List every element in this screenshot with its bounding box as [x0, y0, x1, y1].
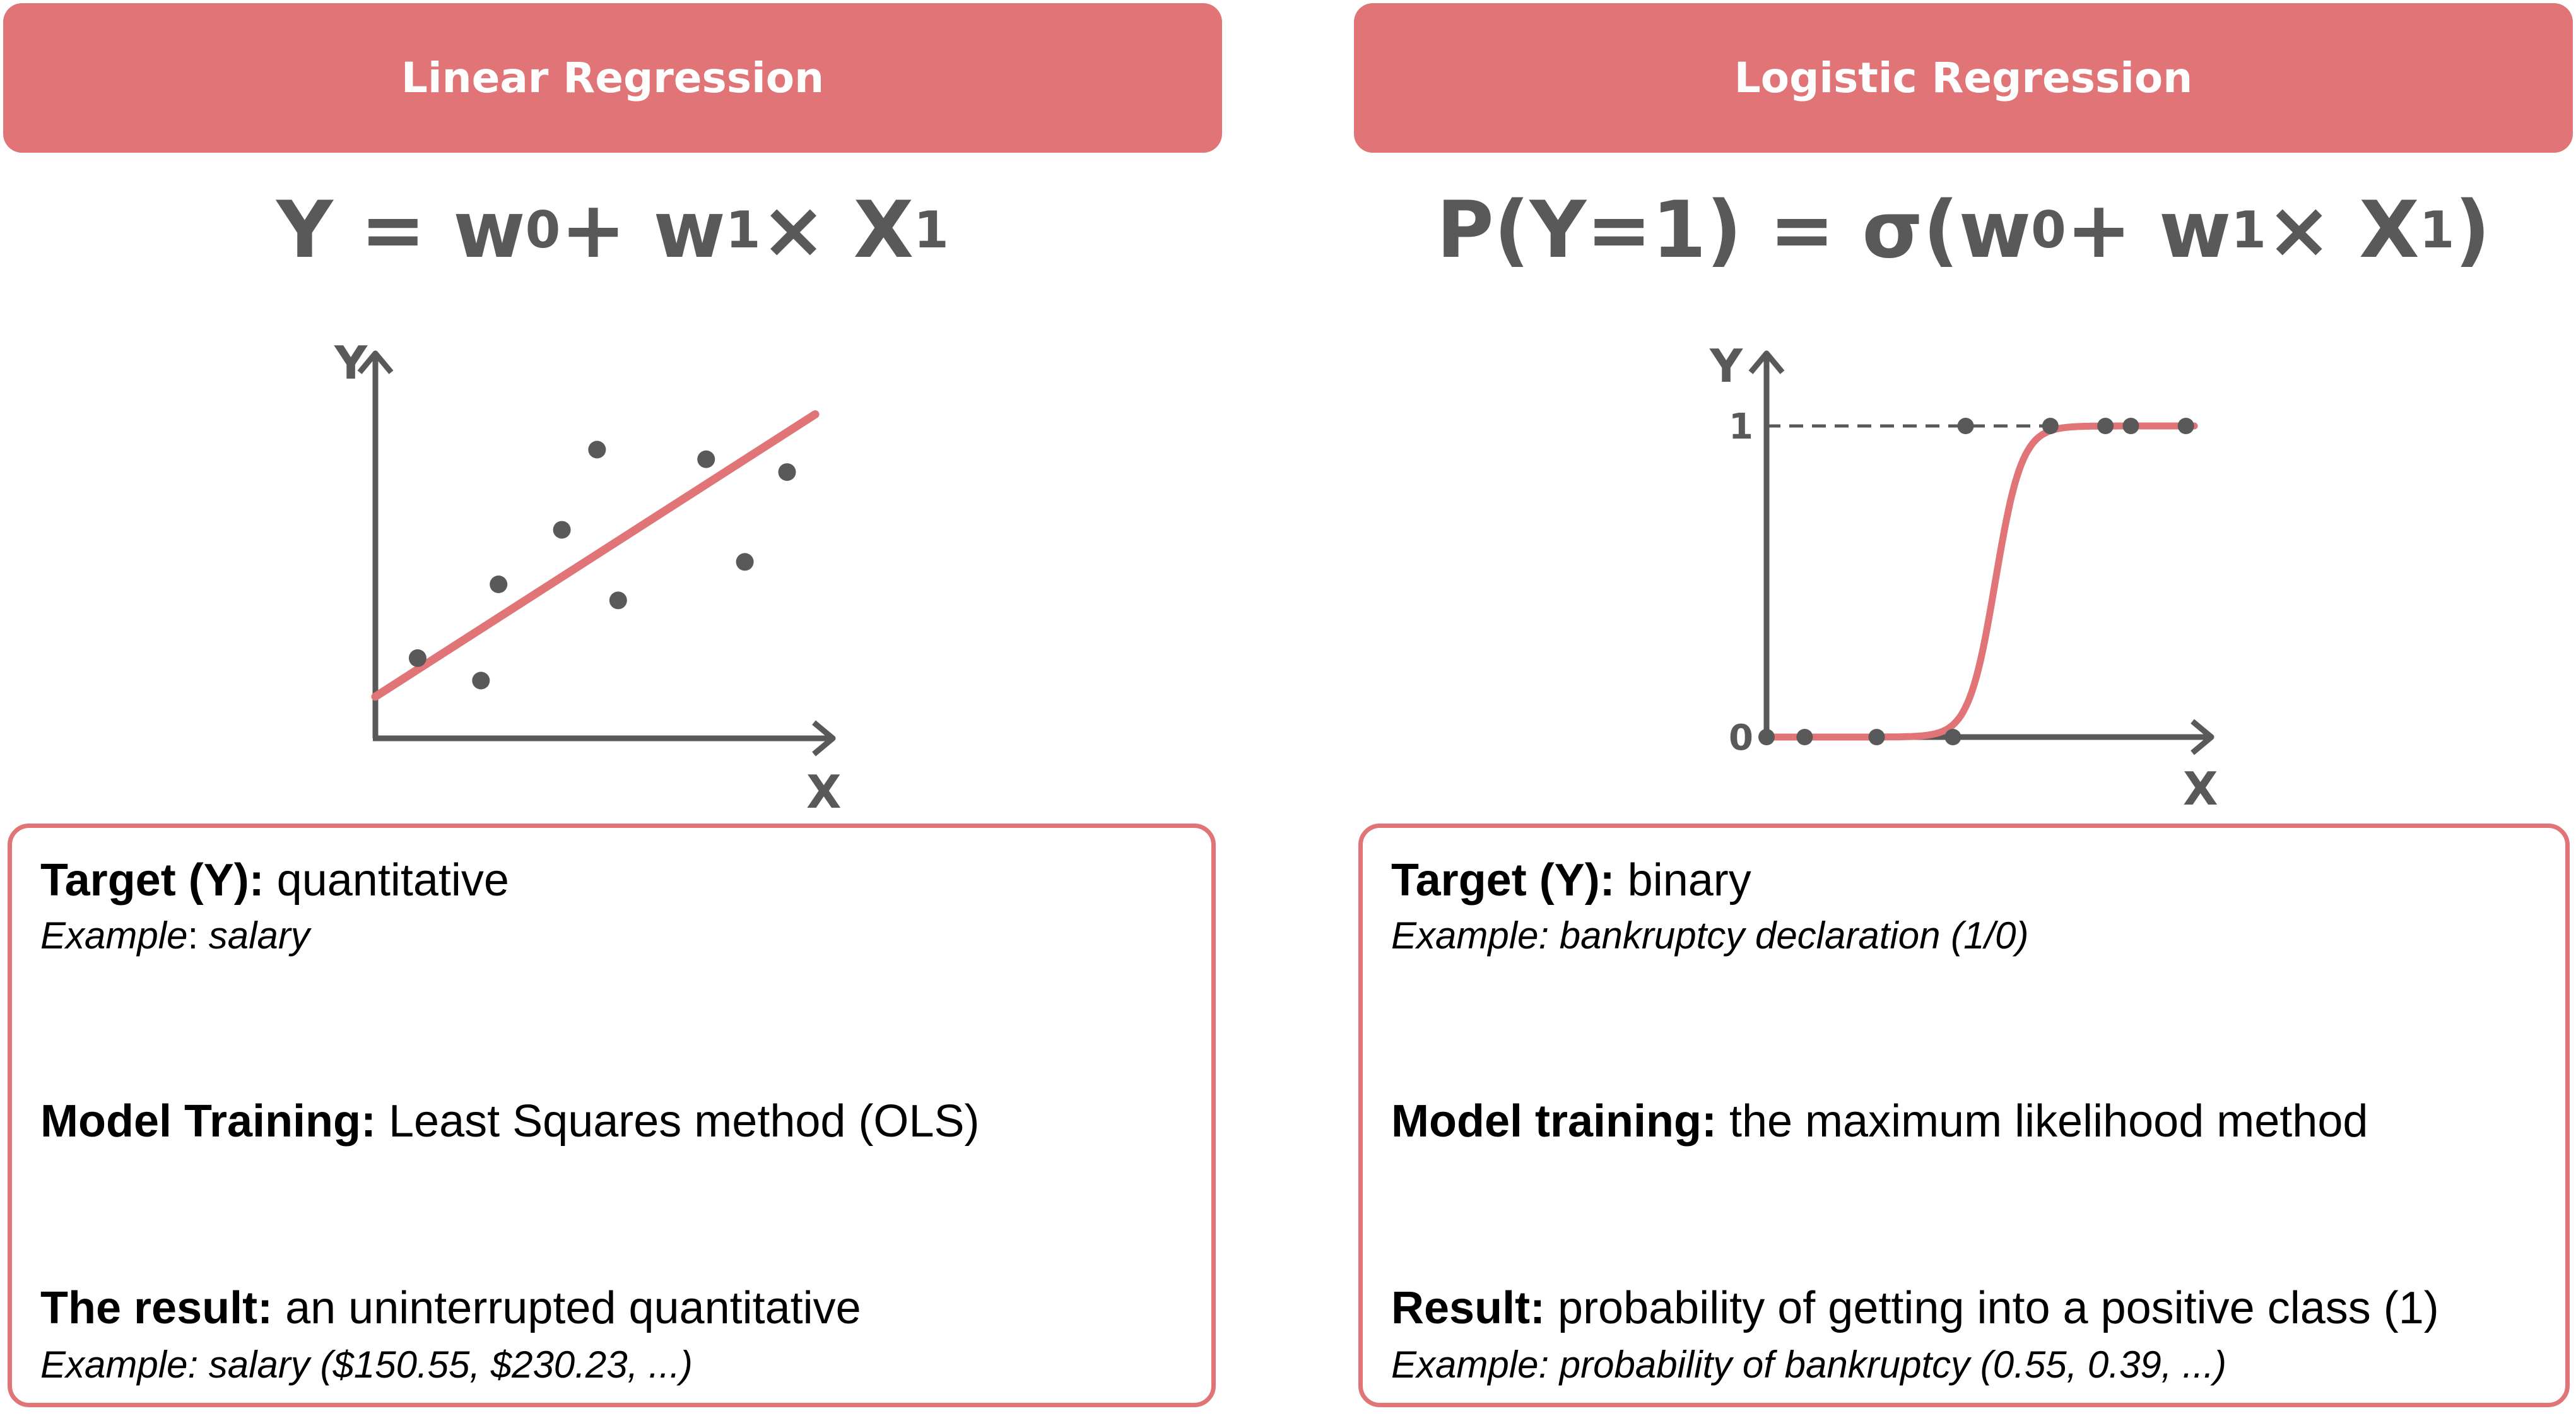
data-point-2 — [1796, 729, 1813, 745]
logistic-regression-plot: Y X 1 0 — [1672, 328, 2240, 820]
target-label: Target (Y): — [1391, 855, 1615, 906]
data-point-4 — [553, 521, 571, 539]
y-tick-1: 1 — [1729, 406, 1753, 447]
linear-regression-header: Linear Regression — [3, 3, 1222, 153]
logistic-regression-info-box: Target (Y): binary Example: bankruptcy d… — [1358, 824, 2570, 1407]
formula-part: + w — [2066, 185, 2232, 276]
y-axis-label: Y — [1709, 340, 1743, 393]
data-point-5 — [588, 440, 606, 459]
data-point-3 — [490, 576, 508, 593]
result-label: The result: — [40, 1283, 273, 1333]
training-value: Least Squares method (OLS) — [375, 1096, 980, 1147]
x-axis-arrow-icon — [812, 720, 836, 757]
training-row: Model Training: Least Squares method (OL… — [40, 1094, 979, 1148]
formula-part: ) — [2454, 185, 2491, 276]
result-value: probability of getting into a positive c… — [1545, 1283, 2439, 1333]
linear-axes: Y X — [334, 336, 842, 818]
data-point-5 — [1957, 418, 1974, 434]
formula-part: + w — [560, 185, 726, 276]
linear-regression-info-box: Target (Y): quantitative Example: salary… — [8, 824, 1216, 1407]
formula-part: × X — [760, 185, 914, 276]
data-point-1 — [408, 649, 426, 667]
training-row: Model training: the maximum likelihood m… — [1391, 1094, 2368, 1148]
data-point-6 — [609, 591, 627, 610]
data-point-2 — [472, 671, 490, 690]
data-point-8 — [2122, 418, 2139, 434]
formula-part: Y = w — [276, 185, 526, 276]
data-point-9 — [2177, 418, 2194, 434]
target-value: quantitative — [264, 855, 509, 906]
data-point-3 — [1868, 729, 1885, 745]
logistic-regression-svg: Y X 1 0 — [1709, 340, 2218, 815]
y-tick-0: 0 — [1729, 717, 1753, 759]
x-axis-label: X — [2183, 762, 2218, 815]
regression-line — [371, 410, 820, 701]
target-example-label: Example — [40, 914, 188, 957]
data-point-9 — [778, 463, 796, 481]
x-axis-label: X — [806, 765, 842, 818]
result-example-row: Example: probability of bankruptcy (0.55… — [1391, 1343, 2227, 1386]
result-row: The result: an uninterrupted quantitativ… — [40, 1281, 861, 1335]
result-example-row: Example: salary ($150.55, $230.23, ...) — [40, 1343, 693, 1386]
training-value: the maximum likelihood method — [1716, 1096, 2368, 1147]
logistic-regression-header: Logistic Regression — [1354, 3, 2573, 153]
linear-regression-plot: Y X — [315, 328, 883, 820]
result-label: Result: — [1391, 1283, 1546, 1333]
data-point-1 — [1758, 729, 1775, 745]
training-label: Model Training: — [40, 1096, 376, 1147]
x-axis-arrow-icon — [2191, 719, 2214, 755]
target-value: binary — [1614, 855, 1751, 906]
formula-part: P(Y=1) = σ(w — [1436, 185, 2032, 276]
target-example-row: Example: salary — [40, 913, 310, 959]
logistic-axes: Y X 1 0 — [1709, 340, 2218, 815]
y-axis-arrow-icon — [1748, 350, 1785, 374]
formula-part: × X — [2266, 185, 2420, 276]
data-point-8 — [736, 553, 754, 571]
linear-regression-svg: Y X — [334, 336, 842, 818]
data-point-4 — [1944, 729, 1961, 745]
training-label: Model training: — [1391, 1096, 1717, 1147]
target-row: Target (Y): quantitative — [40, 853, 509, 907]
result-row: Result: probability of getting into a po… — [1391, 1281, 2439, 1335]
target-row: Target (Y): binary — [1391, 853, 1751, 907]
y-axis-arrow-icon — [357, 350, 394, 374]
target-example-colon: : — [187, 914, 199, 957]
data-point-7 — [697, 450, 715, 468]
sigmoid-curve — [1763, 422, 2198, 741]
target-example-row: Example: bankruptcy declaration (1/0) — [1391, 914, 2029, 957]
y-axis-label: Y — [334, 336, 368, 389]
data-point-6 — [2042, 418, 2059, 434]
logistic-marks — [1758, 418, 2198, 745]
linear-marks — [371, 410, 820, 701]
result-value: an uninterrupted quantitative — [273, 1283, 861, 1333]
target-label: Target (Y): — [40, 855, 264, 906]
linear-regression-title: Linear Regression — [401, 54, 825, 102]
logistic-regression-title: Logistic Regression — [1734, 54, 2193, 102]
data-point-7 — [2097, 418, 2114, 434]
target-example-value: salary — [198, 914, 310, 957]
